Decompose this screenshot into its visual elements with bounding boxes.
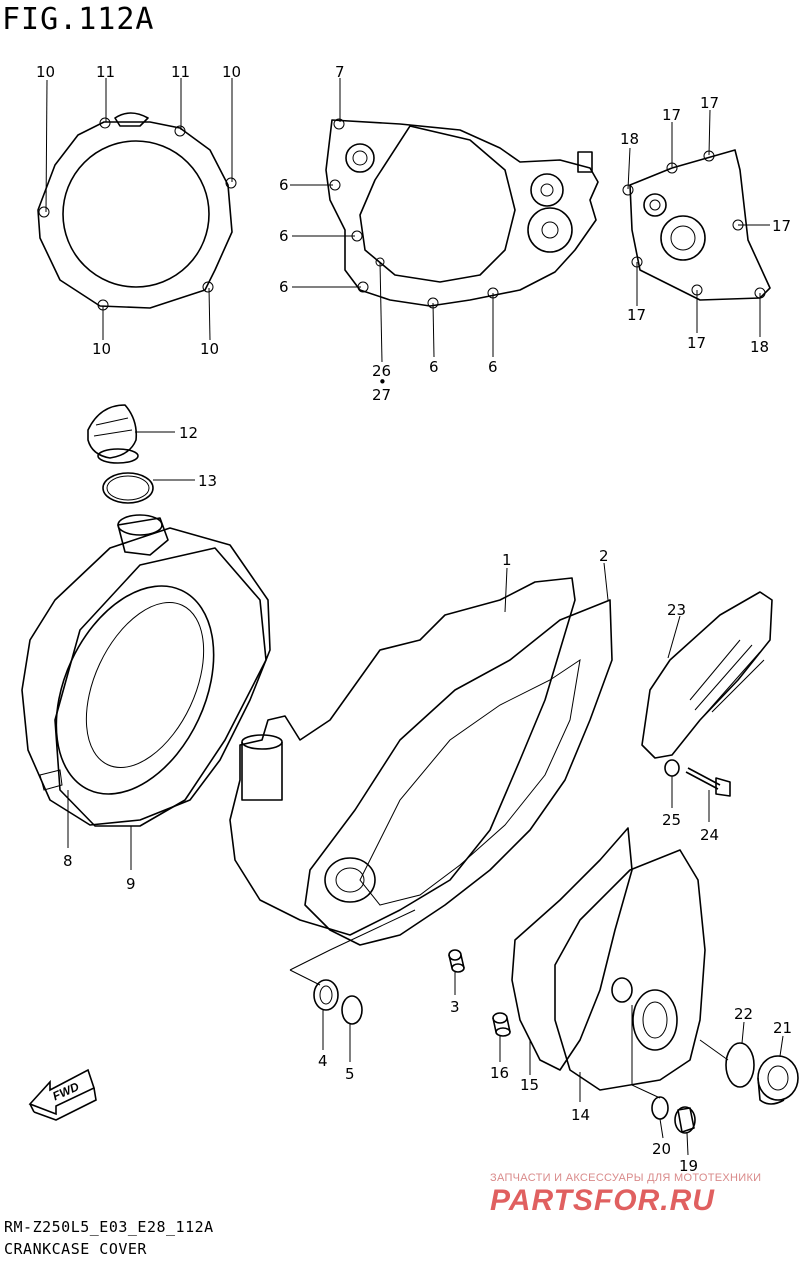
callout-8: 6 [279, 176, 289, 194]
callout-13: 27 [372, 386, 391, 404]
callout-9: 6 [279, 227, 289, 245]
watermark-logo: PARTSFOR.RU [490, 1184, 715, 1217]
callout-28: 8 [63, 852, 73, 870]
callout-3: 11 [171, 63, 190, 81]
callout-labels: 10 11 11 10 10 10 7 6 6 6 26 • 27 6 6 18… [36, 63, 792, 1175]
callout-30: 25 [662, 811, 681, 829]
callout-2: 11 [96, 63, 115, 81]
callout-40: 20 [652, 1140, 671, 1158]
callout-21: 17 [687, 334, 706, 352]
callout-26: 2 [599, 547, 609, 565]
callout-35: 16 [490, 1064, 509, 1082]
clutch-cover-gasket-top [37, 112, 237, 311]
callout-32: 3 [450, 998, 460, 1016]
callout-7: 7 [335, 63, 345, 81]
callout-5: 10 [92, 340, 111, 358]
callout-20: 17 [627, 306, 646, 324]
watermark-tagline: ЗАПЧАСТИ И АКСЕССУАРЫ ДЛЯ МОТОТЕХНИКИ [490, 1172, 762, 1184]
callout-19: 17 [772, 217, 791, 235]
oil-seal-4 [313, 979, 339, 1011]
clutch-cover-gasket [54, 547, 267, 827]
callout-6: 10 [200, 340, 219, 358]
callout-16: 18 [620, 130, 639, 148]
model-code: RM-Z250L5_E03_E28_112A [4, 1218, 214, 1236]
callout-27: 23 [667, 601, 686, 619]
callout-33: 4 [318, 1052, 328, 1070]
figure-title: FIG.112A [2, 2, 155, 37]
washer-25 [664, 759, 680, 777]
callout-36: 15 [520, 1076, 539, 1094]
callout-12: • [378, 373, 387, 391]
callout-14: 6 [429, 358, 439, 376]
water-pump-cover-gasket [511, 827, 633, 1071]
leader-lines [45, 78, 784, 1156]
crankcase-cover [229, 577, 576, 936]
callout-10: 6 [279, 278, 289, 296]
fwd-arrow-icon: FWD [28, 1068, 97, 1121]
crankcase-gasket-top [325, 118, 599, 309]
callout-41: 19 [679, 1157, 698, 1175]
circlip-5 [341, 995, 363, 1025]
callout-1: 10 [36, 63, 55, 81]
callout-31: 24 [700, 826, 719, 844]
water-pump-cover [554, 849, 706, 1091]
section-name: CRANKCASE COVER [4, 1240, 147, 1258]
callout-23: 12 [179, 424, 198, 442]
dowel-pin-3 [448, 949, 465, 973]
filler-cap-o-ring [102, 472, 154, 504]
vent-cover-23 [641, 591, 773, 759]
drain-bolt-19 [674, 1106, 696, 1134]
callout-15: 6 [488, 358, 498, 376]
cap-21 [757, 1055, 799, 1105]
o-ring-22 [725, 1042, 755, 1088]
callout-34: 5 [345, 1065, 355, 1083]
callout-37: 14 [571, 1106, 590, 1124]
oil-filler-cap [87, 404, 139, 464]
callout-39: 21 [773, 1019, 792, 1037]
dowel-pin-16 [492, 1012, 511, 1037]
callout-22: 18 [750, 338, 769, 356]
crankcase-cover-gasket [304, 599, 613, 946]
gasket-washer-20 [651, 1096, 669, 1120]
callout-4: 10 [222, 63, 241, 81]
callout-24: 13 [198, 472, 217, 490]
callout-18: 17 [700, 94, 719, 112]
callout-11: 26 [372, 362, 391, 380]
callout-25: 1 [502, 551, 512, 569]
bolt-24 [685, 767, 731, 797]
callout-38: 22 [734, 1005, 753, 1023]
callout-17: 17 [662, 106, 681, 124]
callout-29: 9 [126, 875, 136, 893]
